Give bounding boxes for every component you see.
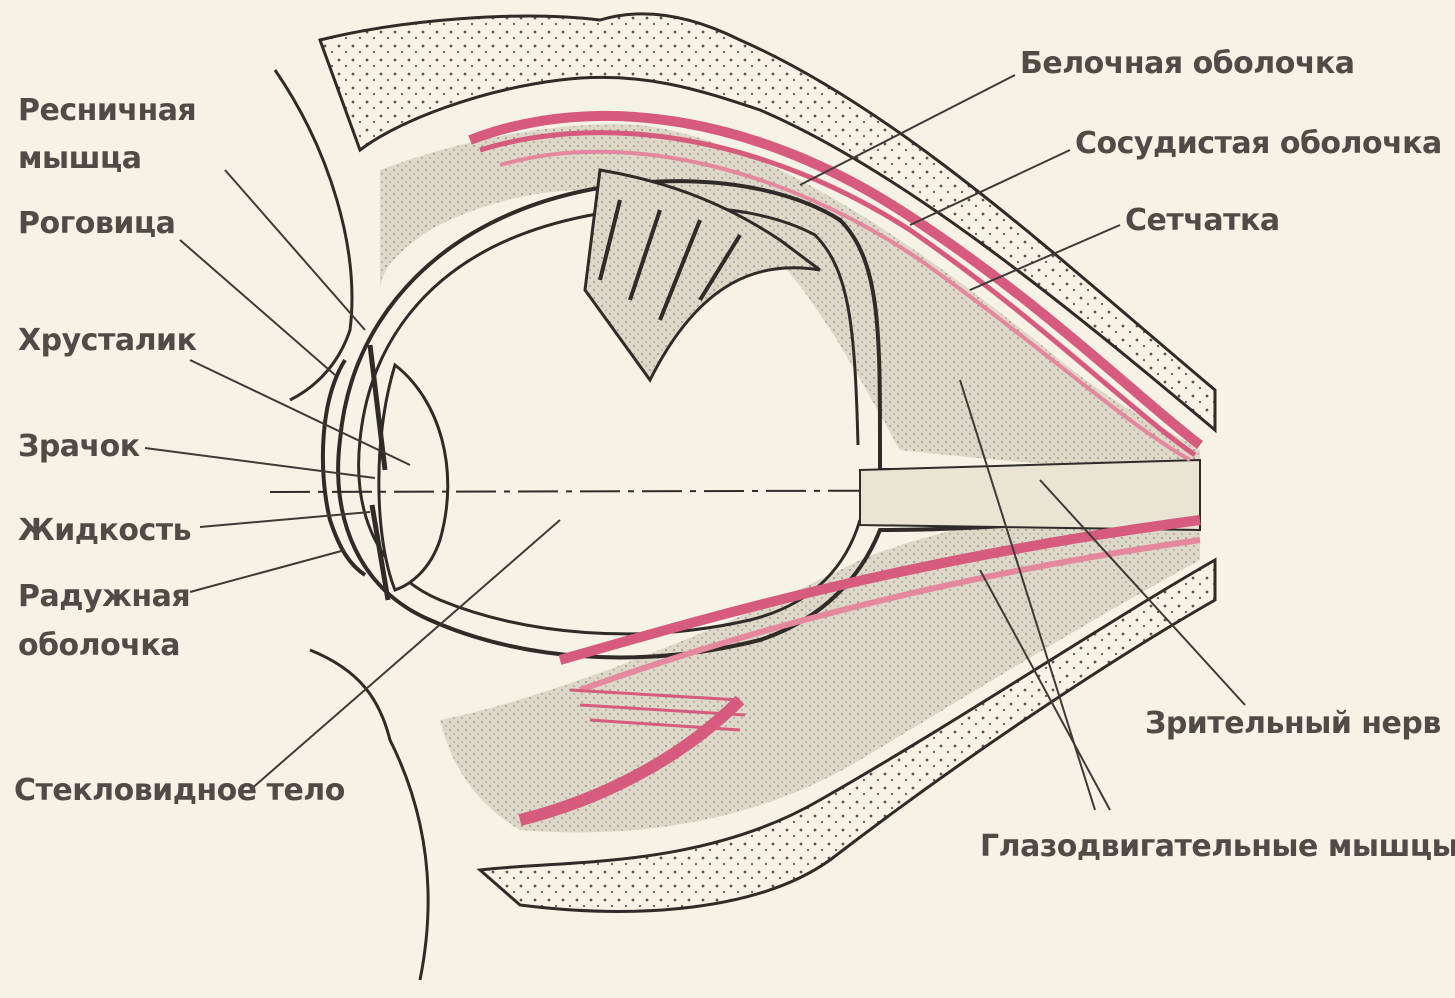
label-pupil: Зрачок <box>18 428 140 466</box>
label-sclera: Белочная оболочка <box>1020 45 1355 83</box>
label-lens: Хрусталик <box>18 322 196 360</box>
optic-nerve <box>860 460 1200 530</box>
label-cornea: Роговица <box>18 205 175 243</box>
label-eye-muscles: Глазодвигательные мышцы <box>980 828 1455 866</box>
label-iris-line2: оболочка <box>18 627 180 665</box>
label-retina: Сетчатка <box>1125 202 1280 240</box>
upper-eyelid <box>275 70 352 400</box>
label-ciliary-muscle-line2: мышца <box>18 140 142 178</box>
label-ciliary-muscle-line1: Ресничная <box>18 92 196 130</box>
label-fluid: Жидкость <box>18 512 191 550</box>
label-optic-nerve: Зрительный нерв <box>1145 705 1441 743</box>
lower-eyelid <box>310 650 428 980</box>
label-vitreous: Стекловидное тело <box>14 772 345 810</box>
label-choroid: Сосудистая оболочка <box>1075 125 1442 163</box>
label-iris-line1: Радужная <box>18 578 190 616</box>
lens-shape <box>379 365 448 590</box>
